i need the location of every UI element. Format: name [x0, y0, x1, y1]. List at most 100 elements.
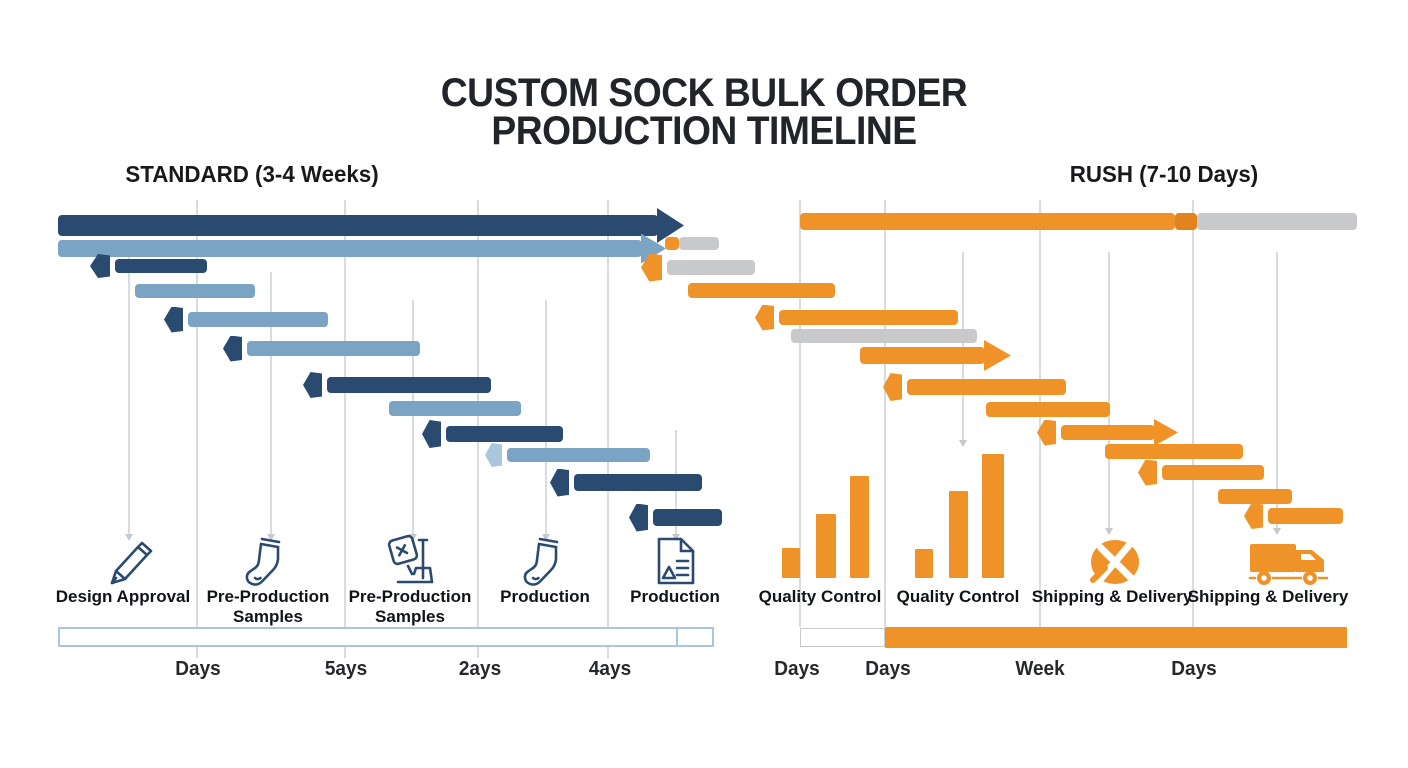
stage-label-design-approval: Design Approval	[55, 587, 191, 606]
gridline-arrow-tip	[672, 534, 680, 541]
gridline-arrow-tip	[959, 440, 967, 447]
qc-bars-icon	[982, 454, 1004, 578]
gridline	[270, 272, 272, 534]
timeline-bar	[688, 283, 835, 298]
sock-icon	[242, 534, 292, 593]
gridline	[412, 300, 414, 534]
document-icon	[651, 534, 701, 593]
gridline	[962, 252, 964, 440]
arrowhead-left	[883, 373, 902, 401]
standard-axis-bar	[58, 627, 714, 647]
arrowhead-right	[1154, 419, 1178, 446]
page-title-line2: PRODUCTION TIMELINE	[491, 109, 917, 153]
gridline-arrow-tip	[1105, 528, 1113, 535]
stage-label-shipping-1: Shipping & Delivery	[1031, 587, 1193, 606]
gridline-arrow-tip	[125, 534, 133, 541]
gridline	[1192, 200, 1194, 627]
timeline-bar	[667, 260, 755, 275]
gridline	[196, 200, 198, 658]
arrowhead-left	[641, 253, 662, 282]
timeline-bar	[779, 310, 958, 325]
page-title-line1: CUSTOM SOCK BULK ORDER	[440, 71, 968, 115]
arrowhead-left	[1244, 503, 1263, 529]
rush-axis-bar-lead	[800, 628, 885, 647]
arrowhead-right	[984, 340, 1011, 371]
timeline-bar	[389, 401, 521, 416]
gridline-arrow-tip	[542, 534, 550, 541]
crossed-tools-icon	[1083, 536, 1145, 595]
stage-label-preproduction-1: Pre-Production Samples	[206, 587, 330, 626]
stage-label-quality-control-1: Quality Control	[758, 587, 882, 606]
rush-section-heading: RUSH (7-10 Days)	[1069, 161, 1259, 187]
timeline-bar	[1175, 213, 1197, 230]
timeline-bar	[507, 448, 650, 462]
timeline-bar	[665, 237, 679, 250]
truck-icon	[1248, 538, 1330, 593]
arrowhead-left	[1037, 419, 1056, 446]
gridline	[1276, 252, 1278, 528]
timeline-bar	[58, 240, 642, 257]
timeline-bar	[860, 347, 985, 364]
sock-icon	[520, 534, 570, 593]
arrowhead-left	[90, 254, 110, 278]
gridline-arrow-tip	[267, 534, 275, 541]
gridline	[545, 300, 547, 534]
rush-axis-bar	[885, 627, 1347, 648]
standard-axis-label-3: 2ays	[458, 658, 502, 680]
pencil-icon	[103, 534, 153, 591]
arrowhead-left	[164, 306, 183, 333]
stage-label-shipping-2: Shipping & Delivery	[1187, 587, 1349, 606]
standard-section-heading: STANDARD (3-4 Weeks)	[125, 161, 379, 187]
standard-axis-label-1: Days	[175, 658, 221, 680]
timeline-bar	[1197, 213, 1357, 230]
rush-axis-label-2: Days	[865, 658, 911, 680]
qc-bars-icon	[816, 514, 836, 578]
gridline	[1108, 252, 1110, 528]
timeline-bar	[574, 474, 702, 491]
timeline-bar	[1105, 444, 1243, 459]
qc-bars-icon	[949, 491, 968, 578]
qc-bars-icon	[915, 549, 933, 578]
tag-icon	[386, 532, 440, 593]
timeline-bar	[653, 509, 722, 526]
timeline-bar	[1061, 425, 1155, 440]
timeline-bar	[1218, 489, 1292, 504]
timeline-bar	[800, 213, 1175, 230]
stage-label-preproduction-2: Pre-Production Samples	[348, 587, 472, 626]
standard-axis-bar-divider	[676, 629, 678, 645]
timeline-bar	[679, 237, 719, 250]
gridline	[607, 200, 609, 658]
timeline-bar	[907, 379, 1066, 395]
gridline-arrow-tip	[1273, 528, 1281, 535]
standard-axis-label-2: 5ays	[324, 658, 368, 680]
rush-axis-label-4: Days	[1171, 658, 1217, 680]
timeline-bar	[115, 259, 207, 273]
arrowhead-left	[629, 503, 648, 532]
arrowhead-left	[485, 443, 502, 467]
arrowhead-left	[550, 468, 569, 497]
timeline-bar	[791, 329, 977, 343]
arrowhead-left	[1138, 459, 1157, 486]
timeline-bar	[446, 426, 563, 442]
qc-bars-icon	[850, 476, 869, 578]
rush-axis-label-3: Week	[1015, 658, 1065, 680]
rush-axis-label-1: Days	[774, 658, 820, 680]
arrowhead-left	[223, 335, 242, 362]
gridline	[344, 200, 346, 658]
stage-label-production-2: Production	[630, 587, 720, 606]
timeline-bar	[327, 377, 491, 393]
arrowhead-left	[422, 420, 441, 448]
qc-bars-icon	[782, 548, 800, 578]
timeline-bar	[986, 402, 1110, 417]
arrowhead-left	[755, 304, 774, 331]
stage-label-production-1: Production	[500, 587, 590, 606]
timeline-bar	[1268, 508, 1343, 524]
gridline	[884, 200, 886, 627]
timeline-bar	[188, 312, 328, 327]
gridline	[128, 254, 130, 534]
timeline-bar	[135, 284, 255, 298]
standard-axis-label-4: 4ays	[588, 658, 632, 680]
timeline-bar	[1162, 465, 1264, 480]
timeline-bar	[247, 341, 420, 356]
